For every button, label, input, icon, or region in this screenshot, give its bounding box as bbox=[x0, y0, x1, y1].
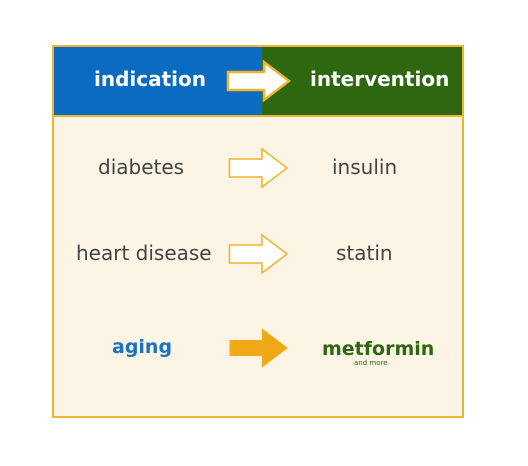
row-1-indication: diabetes bbox=[98, 155, 185, 179]
intervention-header-label: intervention bbox=[310, 67, 450, 91]
indication-header-label: indication bbox=[94, 67, 207, 91]
row-1-arrow-icon bbox=[228, 147, 289, 189]
row-3-arrow-icon bbox=[229, 328, 288, 368]
row-2-intervention: statin bbox=[336, 241, 393, 265]
header-band: indication intervention bbox=[54, 47, 462, 117]
indication-intervention-diagram: indication intervention diabetes insulin… bbox=[52, 45, 464, 418]
row-2-arrow-icon bbox=[228, 233, 289, 275]
row-2-indication: heart disease bbox=[76, 241, 212, 265]
row-3-indication: aging bbox=[112, 336, 173, 358]
header-arrow-icon bbox=[226, 59, 292, 103]
row-3-note: and more bbox=[354, 359, 388, 367]
intervention-header bbox=[262, 47, 462, 115]
row-1-intervention: insulin bbox=[332, 155, 398, 179]
row-3-intervention: metformin bbox=[322, 338, 435, 360]
